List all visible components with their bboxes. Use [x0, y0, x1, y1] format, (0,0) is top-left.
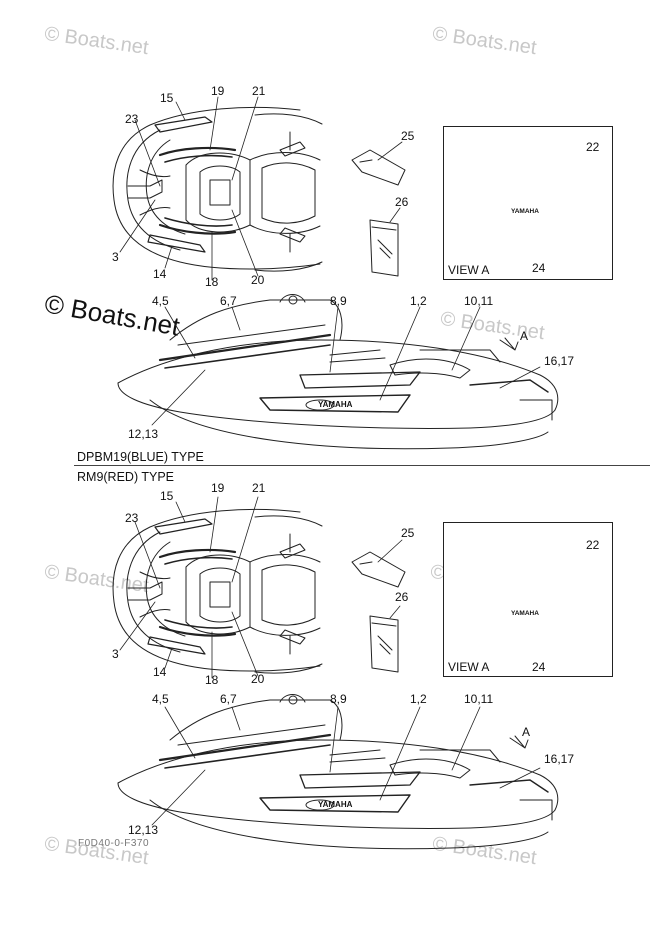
- section-divider: [74, 465, 650, 466]
- drawing-code: F0D40-0-F370: [78, 838, 150, 849]
- callout-22: 22: [586, 140, 600, 154]
- view-a-box-2: [443, 522, 613, 677]
- callout-21: 21: [252, 84, 266, 98]
- type-label-red: RM9(RED) TYPE: [77, 470, 175, 484]
- callout-3: 3: [112, 250, 119, 264]
- callout-26: 26: [395, 195, 409, 209]
- callout-8-9: 8,9: [330, 294, 347, 308]
- callout-23-b: 23: [125, 511, 139, 525]
- callout-23: 23: [125, 112, 139, 126]
- callout-19: 19: [211, 84, 225, 98]
- callout-12-13-b: 12,13: [128, 823, 159, 837]
- callout-1-2-b: 1,2: [410, 692, 427, 706]
- callout-24-b: 24: [532, 660, 546, 674]
- view-a-label-2: VIEW A: [448, 660, 490, 674]
- type-label-blue: DPBM19(BLUE) TYPE: [77, 450, 204, 464]
- callout-16-17-b: 16,17: [544, 752, 575, 766]
- callout-20: 20: [251, 273, 265, 287]
- callout-15-b: 15: [160, 489, 174, 503]
- side-view-watercraft-2: [117, 694, 559, 850]
- yamaha-badge-side-1: YAMAHA: [318, 400, 353, 409]
- yamaha-badge-view-1: YAMAHA: [511, 208, 539, 215]
- callout-6-7: 6,7: [220, 294, 237, 308]
- callout-16-17: 16,17: [544, 354, 575, 368]
- callout-4-5-b: 4,5: [152, 692, 169, 706]
- callout-18: 18: [205, 275, 219, 289]
- callout-21-b: 21: [252, 481, 266, 495]
- decal-sheet-1: [369, 219, 399, 277]
- callout-24: 24: [532, 261, 546, 275]
- leader-lines-2: [119, 496, 591, 826]
- callout-19-b: 19: [211, 481, 225, 495]
- callout-3-b: 3: [112, 647, 119, 661]
- callout-10-11: 10,11: [464, 294, 494, 308]
- callout-1-2: 1,2: [410, 294, 427, 308]
- leader-lines-1: [119, 96, 591, 426]
- arrow-a-label-1: A: [520, 329, 529, 343]
- top-view-watercraft-1: [112, 106, 323, 272]
- top-view-watercraft-2: [112, 508, 323, 674]
- view-a-box-1: [443, 126, 613, 280]
- callout-20-b: 20: [251, 672, 265, 686]
- callout-18-b: 18: [205, 673, 219, 687]
- callout-26-b: 26: [395, 590, 409, 604]
- decal-packet-2: [351, 551, 406, 588]
- callout-12-13: 12,13: [128, 427, 159, 441]
- callout-8-9-b: 8,9: [330, 692, 347, 706]
- callout-10-11-b: 10,11: [464, 692, 494, 706]
- yamaha-badge-side-2: YAMAHA: [318, 800, 353, 809]
- callout-22-b: 22: [586, 538, 600, 552]
- callout-6-7-b: 6,7: [220, 692, 237, 706]
- callout-14-b: 14: [153, 665, 167, 679]
- yamaha-badge-view-2: YAMAHA: [511, 610, 539, 617]
- callout-25: 25: [401, 129, 415, 143]
- view-a-label-1: VIEW A: [448, 263, 490, 277]
- arrow-a-label-2: A: [522, 725, 531, 739]
- callout-25-b: 25: [401, 526, 415, 540]
- callout-4-5: 4,5: [152, 294, 169, 308]
- callout-15: 15: [160, 91, 174, 105]
- side-view-watercraft-1: [117, 294, 559, 450]
- decal-sheet-2: [369, 615, 399, 673]
- callout-14: 14: [153, 267, 167, 281]
- decal-packet-1: [351, 149, 406, 186]
